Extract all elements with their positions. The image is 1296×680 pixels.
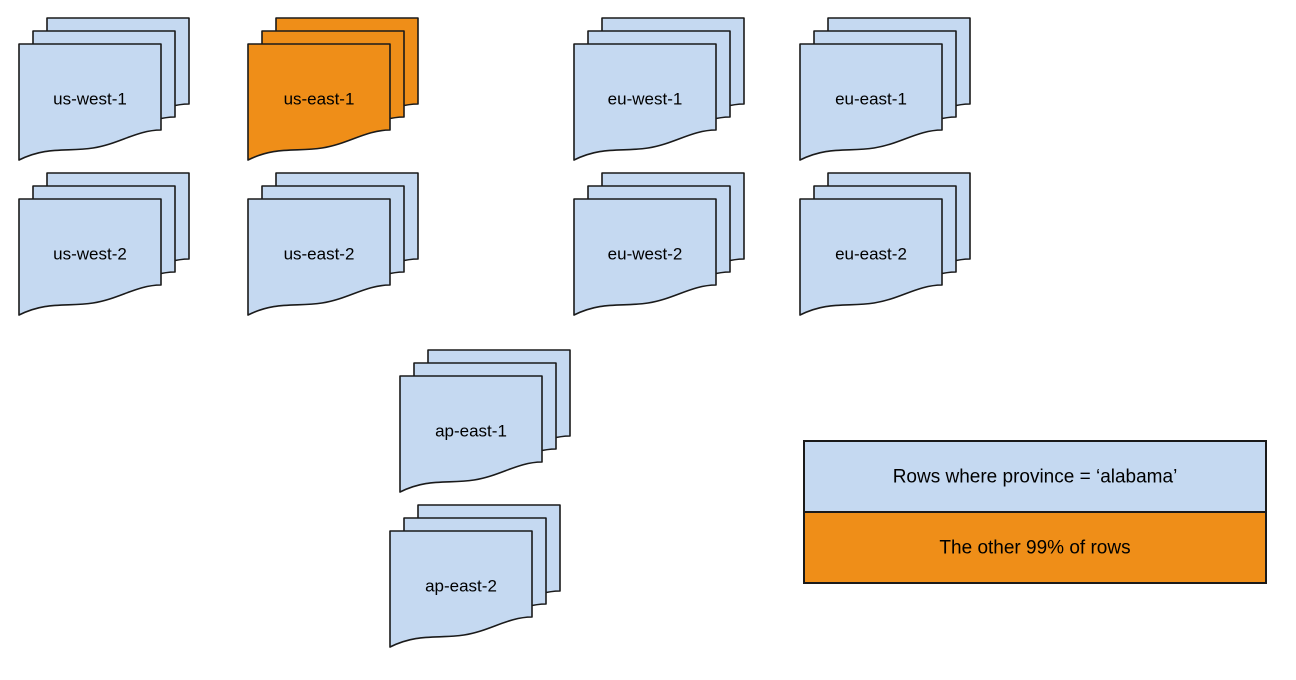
legend-row-remaining-rows: The other 99% of rows	[803, 511, 1267, 584]
legend: Rows where province = ‘alabama’ The other…	[803, 440, 1267, 584]
region-stacks: us-west-1 us-east-1 eu-west-1 eu-east-1 us-w…	[18, 17, 971, 648]
region-label: us-east-2	[284, 244, 355, 263]
region-stack-us-east-2[interactable]: us-east-2	[247, 172, 419, 316]
region-stack-ap-east-2[interactable]: ap-east-2	[389, 504, 561, 648]
legend-swatch-matching-rows	[803, 440, 1267, 513]
region-label: us-west-1	[53, 89, 127, 108]
region-label: ap-east-2	[425, 576, 497, 595]
region-label: ap-east-1	[435, 421, 507, 440]
region-label: eu-west-1	[608, 89, 683, 108]
region-stack-eu-west-2[interactable]: eu-west-2	[573, 172, 745, 316]
legend-swatch-remaining-rows	[803, 511, 1267, 584]
region-stack-us-east-1[interactable]: us-east-1	[247, 17, 419, 161]
legend-label-remaining-rows: The other 99% of rows	[939, 538, 1130, 559]
region-label: eu-west-2	[608, 244, 683, 263]
region-label: eu-east-1	[835, 89, 907, 108]
region-stack-eu-west-1[interactable]: eu-west-1	[573, 17, 745, 161]
region-stack-eu-east-2[interactable]: eu-east-2	[799, 172, 971, 316]
legend-row-matching-rows: Rows where province = ‘alabama’	[803, 440, 1267, 513]
region-label: us-west-2	[53, 244, 127, 263]
region-stack-us-west-2[interactable]: us-west-2	[18, 172, 190, 316]
region-label: eu-east-2	[835, 244, 907, 263]
region-label: us-east-1	[284, 89, 355, 108]
legend-label-matching-rows: Rows where province = ‘alabama’	[893, 467, 1178, 488]
region-stack-eu-east-1[interactable]: eu-east-1	[799, 17, 971, 161]
region-stack-us-west-1[interactable]: us-west-1	[18, 17, 190, 161]
region-stack-ap-east-1[interactable]: ap-east-1	[399, 349, 571, 493]
